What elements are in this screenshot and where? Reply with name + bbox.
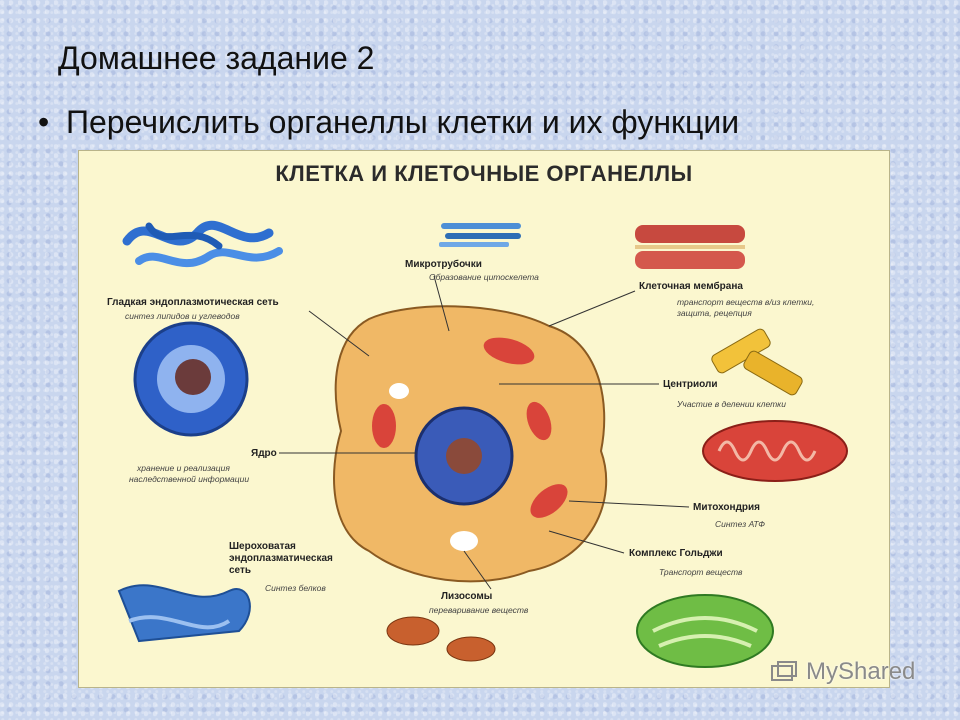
mitochondria-function: Синтез АТФ xyxy=(715,519,765,529)
rough-er-function: Синтез белков xyxy=(265,583,326,593)
lysosomes-illustration xyxy=(387,617,495,661)
membrane-function-2: защита, рецепция xyxy=(677,308,752,318)
main-cell xyxy=(334,306,606,581)
slide-title: Домашнее задание 2 xyxy=(58,40,374,77)
nucleus-label: Ядро xyxy=(251,448,277,460)
watermark-text: MyShared xyxy=(806,658,915,686)
nucleus-function-2: наследственной информации xyxy=(129,474,249,484)
golgi-illustration xyxy=(637,595,773,667)
smooth-er-function: синтез липидов и углеводов xyxy=(125,311,240,321)
bullet-item: •Перечислить органеллы клетки и их функц… xyxy=(38,104,739,141)
rough-er-illustration xyxy=(119,585,250,641)
mitochondria-illustration xyxy=(703,421,847,481)
lysosomes-function: переваривание веществ xyxy=(429,605,528,615)
bullet-dot: • xyxy=(38,104,66,141)
membrane-function-1: транспорт веществ в/из клетки, xyxy=(677,297,814,307)
golgi-function: Транспорт веществ xyxy=(659,567,742,577)
microtubules-label: Микротрубочки xyxy=(405,259,482,271)
microtubules-illustration xyxy=(439,223,521,247)
cell-poster: КЛЕТКА И КЛЕТОЧНЫЕ ОРГАНЕЛЛЫ xyxy=(78,150,890,688)
rough-er-label-1: Шероховатая xyxy=(229,541,296,553)
centrioles-function: Участие в делении клетки xyxy=(677,399,786,409)
mitochondria-label: Митохондрия xyxy=(693,502,760,514)
myshared-logo-icon xyxy=(770,660,798,686)
nucleus-function-1: хранение и реализация xyxy=(137,463,230,473)
microtubules-function: Образование цитоскелета xyxy=(429,272,539,282)
bullet-text: Перечислить органеллы клетки и их функци… xyxy=(66,104,739,140)
nucleus-illustration xyxy=(135,323,247,435)
golgi-label: Комплекс Гольджи xyxy=(629,548,723,560)
rough-er-label-3: сеть xyxy=(229,565,251,577)
membrane-label: Клеточная мембрана xyxy=(639,281,743,293)
rough-er-label-2: эндоплазматическая xyxy=(229,553,333,565)
membrane-illustration xyxy=(635,225,745,269)
smooth-er-illustration xyxy=(127,225,279,263)
centrioles-label: Центриоли xyxy=(663,379,718,391)
smooth-er-label: Гладкая эндоплазмотическая сеть xyxy=(107,297,279,309)
lysosomes-label: Лизосомы xyxy=(441,591,492,603)
centrioles-illustration xyxy=(710,327,804,396)
